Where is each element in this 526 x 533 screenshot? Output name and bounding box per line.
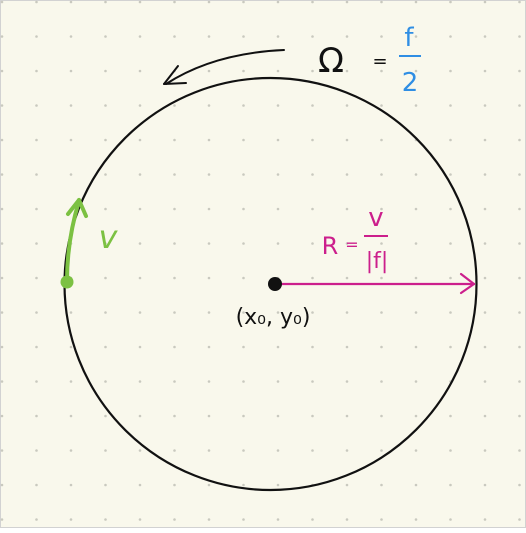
radius-equals-sign: = xyxy=(345,235,358,254)
omega-equation: Ω = f 2 xyxy=(318,23,421,98)
radius-denominator: |f| xyxy=(366,249,389,274)
radius-equation: R = v |f| xyxy=(322,203,389,274)
velocity-label: v xyxy=(99,218,119,256)
radius-numerator: v xyxy=(368,203,383,233)
counterclockwise-arrow-icon xyxy=(163,49,285,85)
radius-symbol: R xyxy=(322,232,339,260)
omega-denominator: 2 xyxy=(402,68,419,98)
omega-equals-sign: = xyxy=(372,51,387,72)
omega-numerator: f xyxy=(404,23,414,53)
omega-symbol: Ω xyxy=(318,41,344,81)
center-coordinates-label: (x₀, y₀) xyxy=(236,305,311,330)
right-arrow-icon xyxy=(276,272,476,295)
particle-position-dot xyxy=(60,275,74,289)
tangent-arrow-icon xyxy=(65,198,88,283)
center-point xyxy=(268,277,282,291)
